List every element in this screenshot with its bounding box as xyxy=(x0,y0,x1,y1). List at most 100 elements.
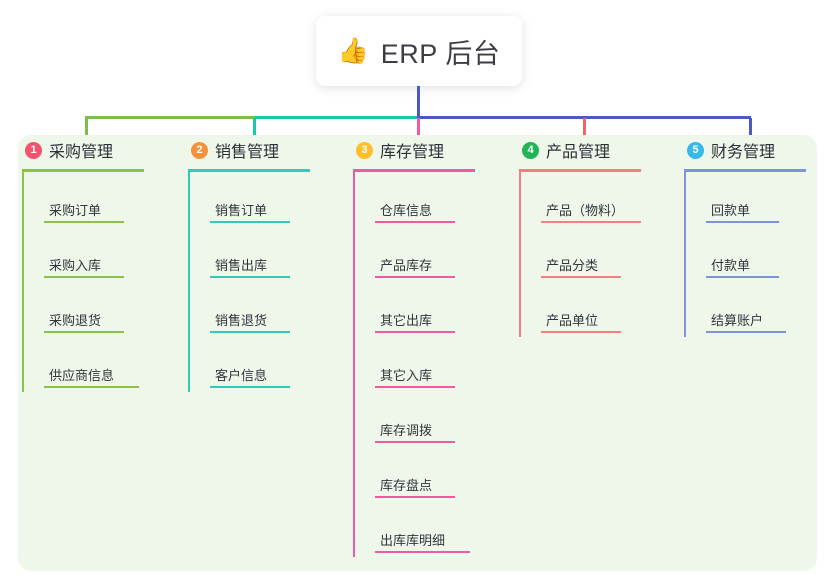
leaf-underline xyxy=(375,386,455,388)
branch-purchase: 采购订单采购入库采购退货供应商信息 xyxy=(22,172,144,392)
leaf-underline xyxy=(541,331,621,333)
segment-teal xyxy=(255,116,419,119)
column-header-purchase[interactable]: 1 采购管理 xyxy=(22,135,144,165)
leaf-underline xyxy=(210,386,290,388)
leaf-label: 产品库存 xyxy=(380,258,433,273)
leaf-label: 出库库明细 xyxy=(380,533,446,548)
column-badge-finance: 5 xyxy=(687,141,704,159)
leaf-label: 库存盘点 xyxy=(380,478,433,493)
leaf-underline xyxy=(210,221,290,223)
leaf-item[interactable]: 销售退货 xyxy=(210,282,310,337)
leaf-label: 采购退货 xyxy=(49,313,102,328)
leaf-item[interactable]: 采购订单 xyxy=(44,172,144,227)
branch-spine-product xyxy=(519,172,521,337)
leaf-item[interactable]: 销售出库 xyxy=(210,227,310,282)
leaf-underline xyxy=(706,276,779,278)
leaf-label: 采购入库 xyxy=(49,258,102,273)
leaf-label: 回款单 xyxy=(711,203,751,218)
column-title-sales: 销售管理 xyxy=(215,144,280,161)
branch-inventory: 仓库信息产品库存其它出库其它入库库存调拨库存盘点出库库明细 xyxy=(353,172,475,557)
column-underline-finance xyxy=(684,169,806,172)
leaf-item[interactable]: 产品（物料） xyxy=(541,172,641,227)
leaf-underline xyxy=(375,551,470,553)
drop-inventory xyxy=(417,118,420,146)
branch-finance: 回款单付款单结算账户 xyxy=(684,172,806,337)
branch-sales: 销售订单销售出库销售退货客户信息 xyxy=(188,172,310,392)
column-title-finance: 财务管理 xyxy=(711,144,776,161)
leaf-label: 销售订单 xyxy=(215,203,268,218)
leaf-label: 销售退货 xyxy=(215,313,268,328)
column-header-sales[interactable]: 2 销售管理 xyxy=(188,135,310,165)
leaf-underline xyxy=(375,276,455,278)
leaf-item[interactable]: 采购入库 xyxy=(44,227,144,282)
leaf-label: 其它入库 xyxy=(380,368,433,383)
column-finance: 5 财务管理回款单付款单结算账户 xyxy=(684,135,806,337)
leaf-item[interactable]: 回款单 xyxy=(706,172,806,227)
leaf-item[interactable]: 结算账户 xyxy=(706,282,806,337)
leaf-underline xyxy=(210,331,290,333)
leaf-item[interactable]: 仓库信息 xyxy=(375,172,475,227)
column-title-purchase: 采购管理 xyxy=(49,144,114,161)
drop-finance xyxy=(749,118,752,146)
column-underline-product xyxy=(519,169,641,172)
leaf-label: 产品（物料） xyxy=(546,203,625,218)
leaf-item[interactable]: 出库库明细 xyxy=(375,502,475,557)
leaf-underline xyxy=(541,221,641,223)
leaf-underline xyxy=(44,221,124,223)
leaf-item[interactable]: 采购退货 xyxy=(44,282,144,337)
root-node[interactable]: 👍 ERP 后台 xyxy=(316,16,522,86)
column-underline-sales xyxy=(188,169,310,172)
leaf-item[interactable]: 产品单位 xyxy=(541,282,641,337)
leaf-underline xyxy=(44,331,124,333)
leaf-label: 供应商信息 xyxy=(49,368,115,383)
column-badge-inventory: 3 xyxy=(356,141,373,159)
leaf-label: 产品分类 xyxy=(546,258,599,273)
branch-spine-inventory xyxy=(353,172,355,557)
leaf-underline xyxy=(375,331,455,333)
drop-product xyxy=(583,118,586,146)
branch-product: 产品（物料） 产品分类产品单位 xyxy=(519,172,641,337)
column-badge-sales: 2 xyxy=(191,141,208,159)
leaf-item[interactable]: 付款单 xyxy=(706,227,806,282)
leaf-item[interactable]: 产品分类 xyxy=(541,227,641,282)
column-sales: 2 销售管理销售订单销售出库销售退货客户信息 xyxy=(188,135,310,392)
column-header-finance[interactable]: 5 财务管理 xyxy=(684,135,806,165)
column-badge-purchase: 1 xyxy=(25,141,42,159)
leaf-label: 产品单位 xyxy=(546,313,599,328)
branch-spine-finance xyxy=(684,172,686,337)
branch-spine-sales xyxy=(188,172,190,392)
leaf-item[interactable]: 库存调拨 xyxy=(375,392,475,447)
connector-trunk xyxy=(417,86,420,118)
column-underline-inventory xyxy=(353,169,475,172)
leaf-label: 库存调拨 xyxy=(380,423,433,438)
segment-green xyxy=(85,116,255,119)
leaf-item[interactable]: 产品库存 xyxy=(375,227,475,282)
column-purchase: 1 采购管理采购订单采购入库采购退货供应商信息 xyxy=(22,135,144,392)
leaf-label: 付款单 xyxy=(711,258,751,273)
leaf-underline xyxy=(210,276,290,278)
leaf-underline xyxy=(375,496,455,498)
column-underline-purchase xyxy=(22,169,144,172)
drop-purchase xyxy=(85,118,88,146)
leaf-underline xyxy=(706,221,779,223)
branch-spine-purchase xyxy=(22,172,24,392)
leaf-item[interactable]: 其它出库 xyxy=(375,282,475,337)
root-title: ERP 后台 xyxy=(380,38,501,69)
leaf-item[interactable]: 客户信息 xyxy=(210,337,310,392)
leaf-item[interactable]: 供应商信息 xyxy=(44,337,144,392)
leaf-label: 其它出库 xyxy=(380,313,433,328)
leaf-item[interactable]: 销售订单 xyxy=(210,172,310,227)
leaf-underline xyxy=(44,386,139,388)
leaf-item[interactable]: 库存盘点 xyxy=(375,447,475,502)
leaf-underline xyxy=(541,276,621,278)
leaf-item[interactable]: 其它入库 xyxy=(375,337,475,392)
drop-sales xyxy=(253,118,256,146)
branch-board: 1 采购管理采购订单采购入库采购退货供应商信息 2 销售管理销售订单销售出库销售退货客… xyxy=(18,135,817,571)
leaf-label: 销售出库 xyxy=(215,258,268,273)
leaf-underline xyxy=(375,221,455,223)
